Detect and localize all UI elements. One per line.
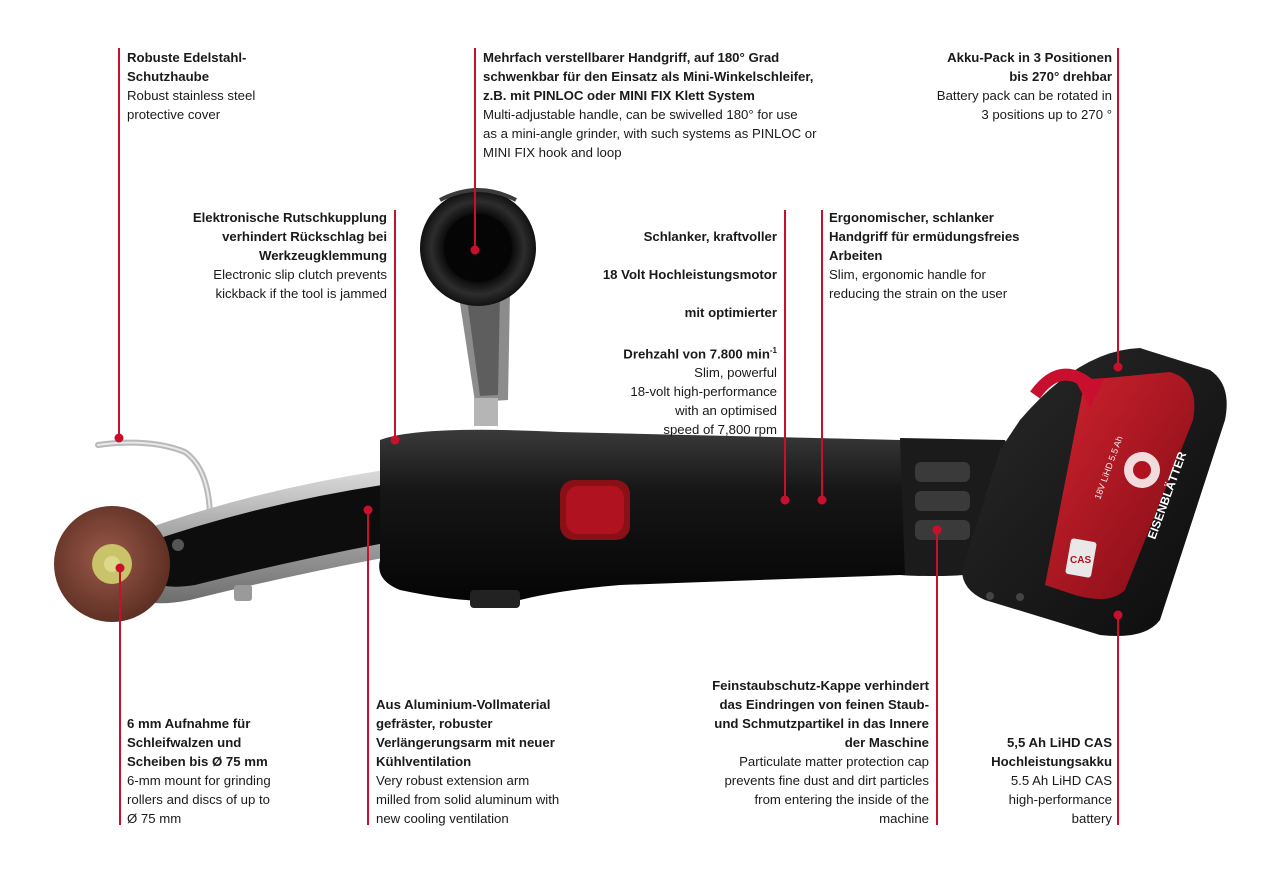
callout-battery-pos-de: Akku-Pack in 3 Positionen bis 270° drehb… [947, 50, 1112, 84]
callout-cover-de: Robuste Edelstahl- Schutzhaube [127, 50, 247, 84]
callout-motor: Schlanker, kraftvoller 18 Volt Hochleist… [555, 208, 777, 439]
battery-pack: EISENBLÄTTER 18V LiHD 5.5 Ah CAS [962, 348, 1227, 636]
callout-mount: 6 mm Aufnahme für Schleifwalzen und Sche… [127, 714, 347, 828]
callout-protective-cover: Robuste Edelstahl- Schutzhaube Robust st… [127, 48, 357, 124]
callout-motor-de-line3: mit optimierter [684, 305, 777, 320]
callout-battery-en: 5.5 Ah LiHD CAS high-performance battery [1008, 773, 1112, 826]
auxiliary-handle [420, 188, 536, 426]
callout-battery-de: 5,5 Ah LiHD CAS Hochleistungsakku [991, 735, 1112, 769]
callout-motor-de-line2: 18 Volt Hochleistungsmotor [602, 267, 777, 282]
callout-ergonomic-grip: Ergonomischer, schlanker Handgriff für e… [829, 208, 1069, 303]
callout-cover-en: Robust stainless steel protective cover [127, 88, 256, 122]
callout-extension-arm: Aus Aluminium-Vollmaterial gefräster, ro… [376, 695, 626, 828]
callout-dust-cap: Feinstaubschutz-Kappe verhindert das Ein… [660, 676, 929, 828]
callout-mount-de: 6 mm Aufnahme für Schleifwalzen und Sche… [127, 716, 268, 769]
callout-handle-de: Mehrfach verstellbarer Handgriff, auf 18… [483, 50, 814, 103]
callout-battery-pos-en: Battery pack can be rotated in 3 positio… [936, 88, 1112, 122]
grinding-disc [54, 506, 170, 622]
callout-motor-de: Schlanker, kraftvoller 18 Volt Hochleist… [555, 208, 777, 363]
callout-motor-de-sup: -1 [769, 346, 777, 355]
callout-slip-clutch: Elektronische Rutschkupplung verhindert … [140, 208, 387, 303]
protective-cover [95, 439, 213, 588]
callout-dust-de: Feinstaubschutz-Kappe verhindert das Ein… [712, 678, 929, 750]
leader-lines [118, 48, 1119, 825]
battery-cas-label: CAS [1070, 555, 1091, 566]
rotation-arrow-icon [1030, 368, 1105, 408]
callout-motor-de-line1: Schlanker, kraftvoller [643, 229, 777, 244]
callout-grip-de: Ergonomischer, schlanker Handgriff für e… [829, 210, 1020, 263]
callout-motor-de-line4: Drehzahl von 7.800 min [623, 346, 770, 362]
callout-battery: 5,5 Ah LiHD CAS Hochleistungsakku 5.5 Ah… [940, 733, 1112, 828]
motor-body [379, 429, 1015, 608]
callout-clutch-de: Elektronische Rutschkupplung verhindert … [192, 210, 387, 263]
callout-arm-en: Very robust extension arm milled from so… [376, 773, 560, 826]
callout-arm-de: Aus Aluminium-Vollmaterial gefräster, ro… [376, 697, 555, 769]
callout-battery-position: Akku-Pack in 3 Positionen bis 270° drehb… [880, 48, 1112, 124]
callout-grip-en: Slim, ergonomic handle for reducing the … [829, 267, 1008, 301]
callout-handle: Mehrfach verstellbarer Handgriff, auf 18… [483, 48, 883, 162]
callout-motor-en: Slim, powerful 18-volt high-performance … [630, 365, 777, 438]
leader-dots [114, 245, 1123, 620]
callout-clutch-en: Electronic slip clutch prevents kickback… [213, 267, 387, 301]
callout-handle-en: Multi-adjustable handle, can be swivelle… [483, 107, 817, 160]
callout-dust-en: Particulate matter protection cap preven… [724, 754, 929, 826]
callout-mount-en: 6-mm mount for grinding rollers and disc… [127, 773, 271, 826]
